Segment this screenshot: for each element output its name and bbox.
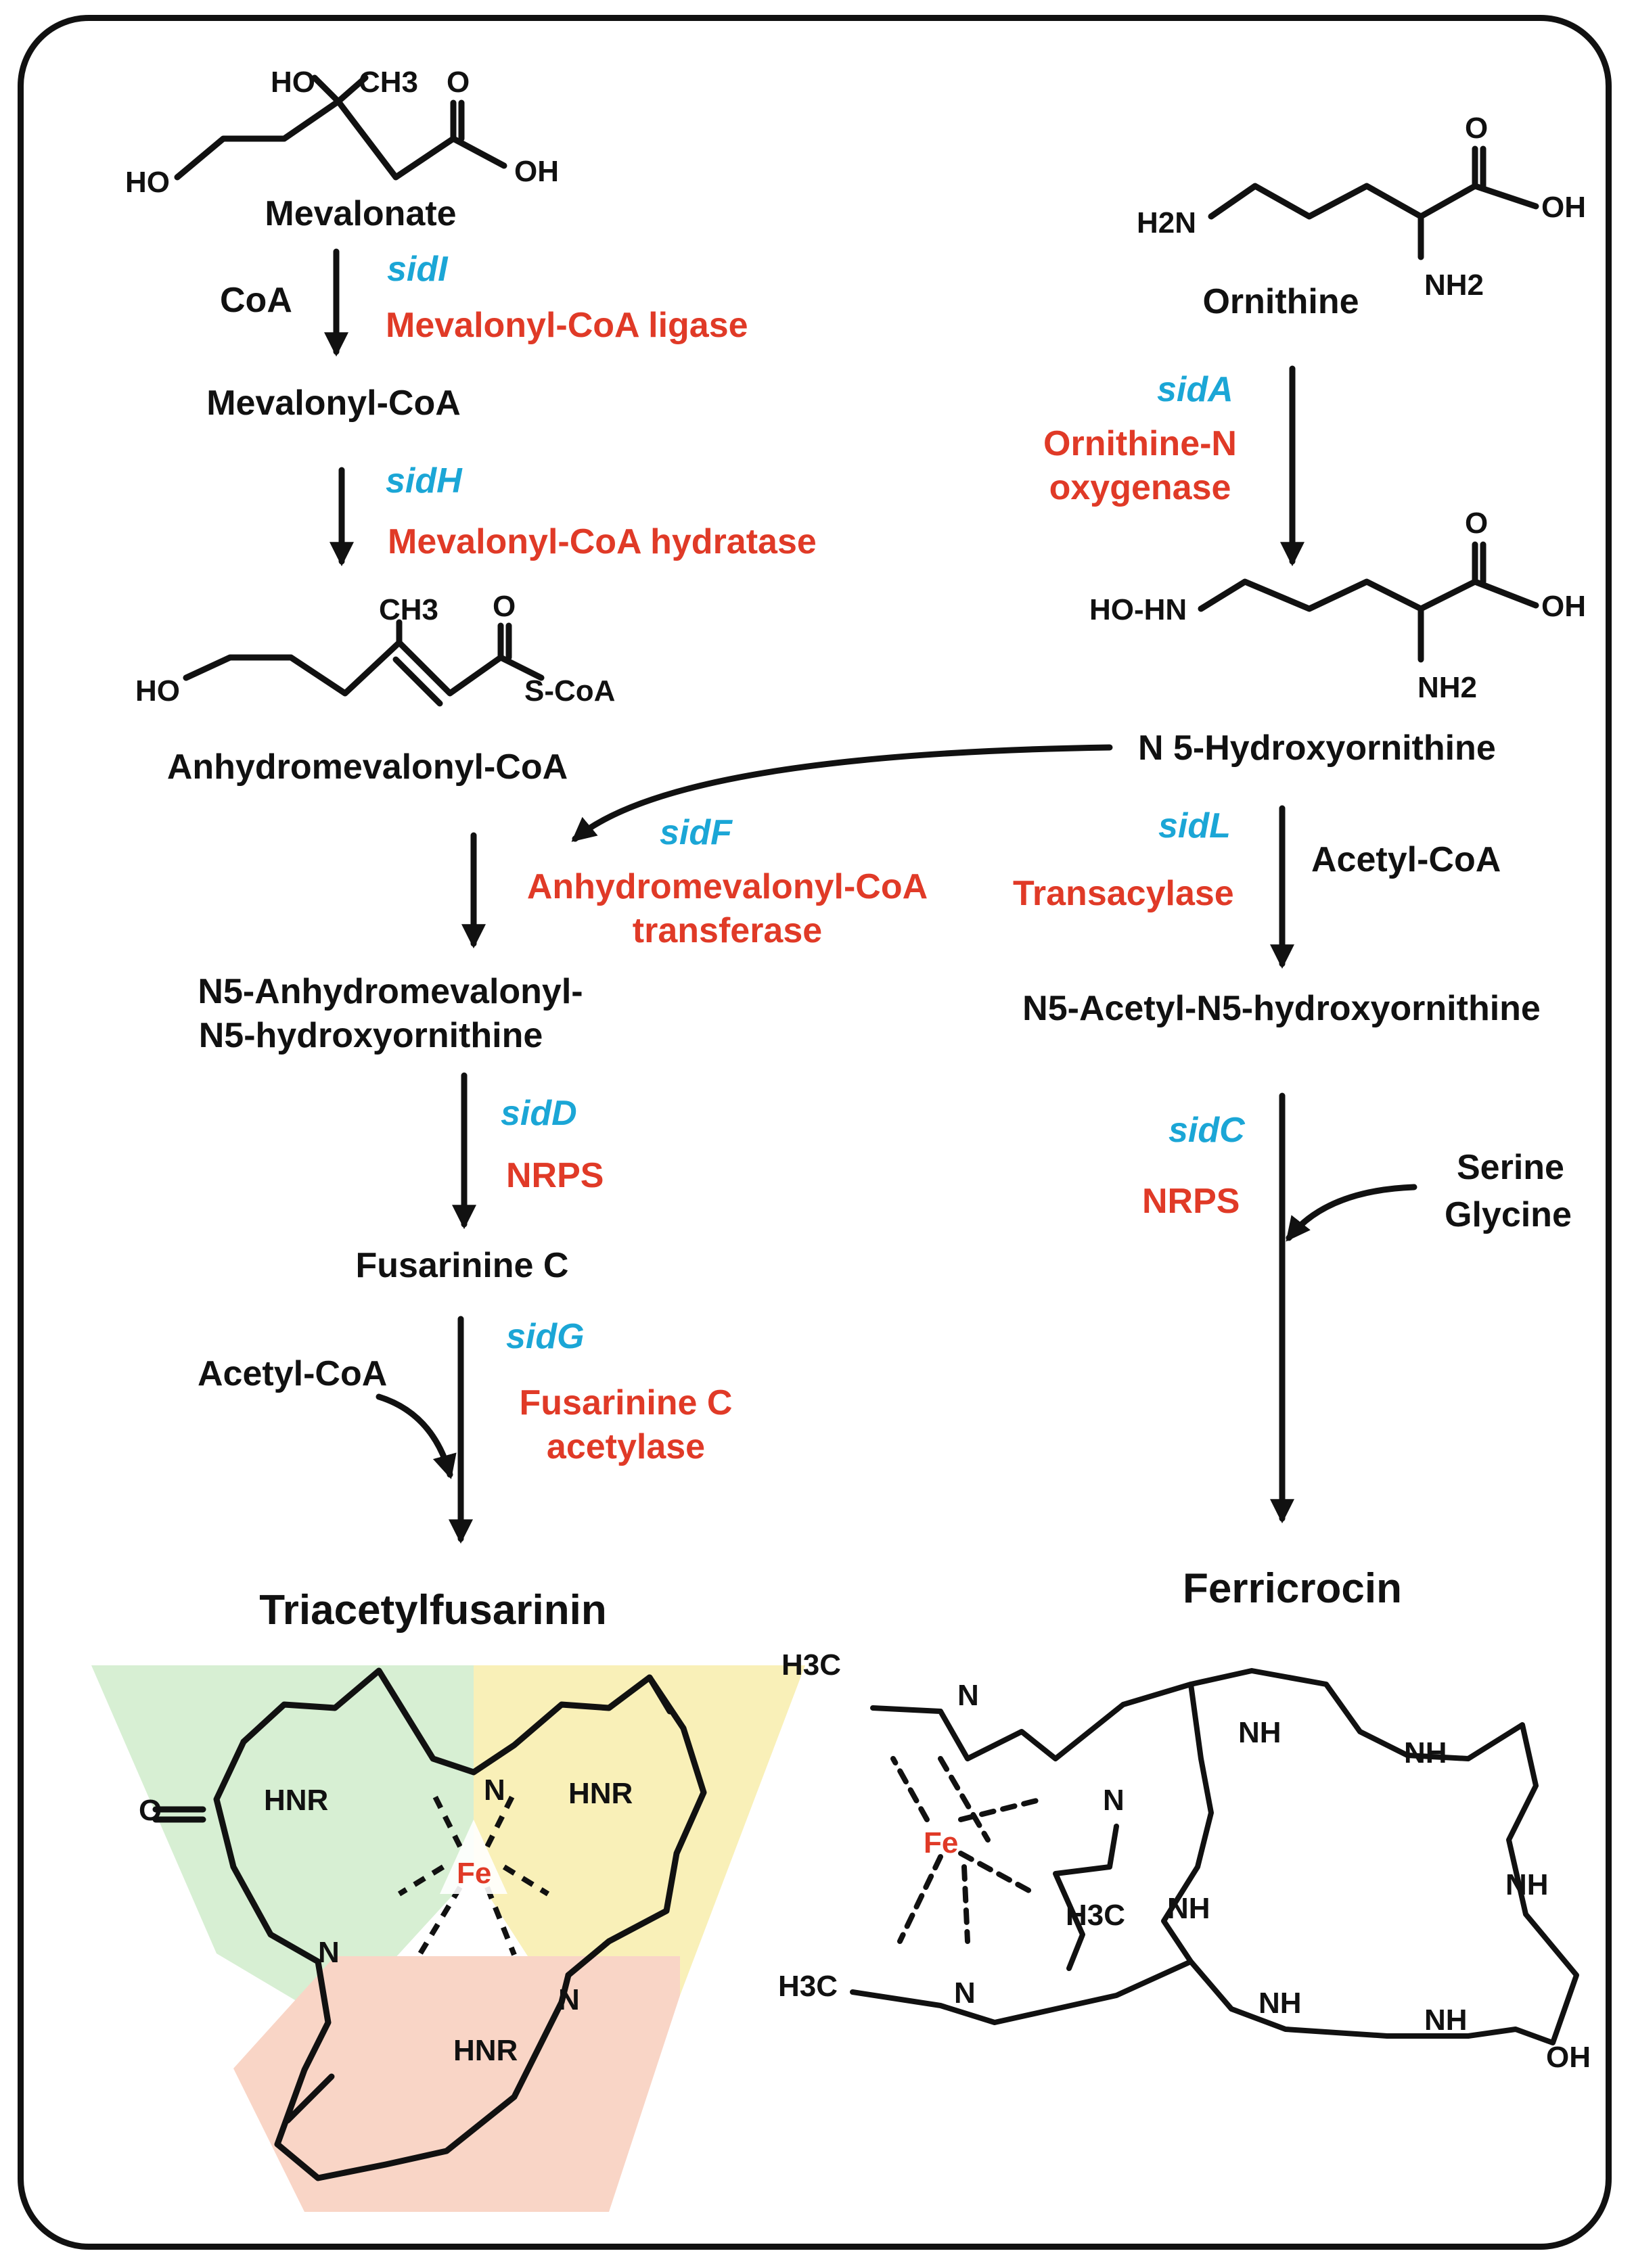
mev-ho-left: HO [125,166,170,199]
n5-hydroxyornithine-label: N 5-Hydroxyornithine [1138,728,1496,768]
mev-ho-top: HO [271,66,315,99]
fc-h3c-3: H3C [778,1970,838,2003]
tafc-ring-left [213,1738,572,2181]
acetyl-coa-left-label: Acetyl-CoA [198,1354,388,1393]
orn-h2n: H2N [1137,206,1197,239]
enzyme-sidF-line1: Anhydromevalonyl-CoA [526,867,928,906]
gene-sidD: sidD [501,1094,577,1133]
tafc-n-1: N [484,1774,505,1807]
tafc-zone-green [91,1665,474,2024]
orn-oh: OH [1541,191,1586,224]
fusarinine-c-label: Fusarinine C [355,1246,569,1285]
enzyme-sidG-line1: Fusarinine C [519,1383,733,1422]
fc-nh-3: NH [1505,1868,1549,1901]
enzyme-sidL: Transacylase [1013,874,1234,913]
ferricrocin-fe-label: Fe [924,1826,959,1859]
gene-sidF: sidF [660,813,732,852]
tafc-fe-label: Fe [457,1857,492,1890]
triacetylfusarinin-label: Triacetylfusarinin [259,1587,607,1634]
enzyme-sidH: Mevalonyl-CoA hydratase [388,522,817,561]
tafc-ring-top [240,1667,707,1978]
gene-sidH: sidH [386,461,462,501]
arrow-serine-glycine-join [1286,1184,1417,1242]
enzyme-sidA-line1: Ornithine-N [1043,424,1237,463]
tafc-n-3: N [558,1983,580,2016]
anh-o: O [493,590,516,623]
diagram-frame [18,15,1612,2250]
ornithine-skeleton [1208,183,1539,220]
tafc-fe-core [440,1820,507,1894]
arrow-acetylcoa-join-left [376,1393,457,1479]
mevalonate-skeleton [174,98,457,181]
fc-n-2: N [1103,1784,1125,1817]
mevalonate-label: Mevalonate [265,194,457,233]
ornithine-label: Ornithine [1202,282,1359,321]
ferricrocin-label: Ferricrocin [1183,1565,1402,1612]
tafc-o-1: O [139,1794,162,1827]
tafc-zone-yellow [474,1665,805,2019]
gene-sidI: sidI [387,250,448,289]
fc-nh-1: NH [1238,1716,1281,1749]
n5-anhydro-line2: N5-hydroxyornithine [198,1016,543,1055]
mev-o: O [447,66,470,99]
orn-nh2: NH2 [1424,269,1484,302]
fc-h3c-1: H3C [781,1648,842,1682]
anh-ho: HO [135,674,180,708]
enzyme-sidD: NRPS [506,1156,604,1195]
tafc-hnr-right: HNR [568,1777,633,1810]
fc-n-1: N [957,1679,979,1712]
gene-sidG: sidG [506,1317,585,1356]
hyd-oh: OH [1541,590,1586,623]
tafc-hnr-bottom: HNR [453,2034,518,2067]
hyd-hohn: HO-HN [1089,593,1187,626]
gene-sidL: sidL [1158,806,1231,846]
enzyme-sidG-line2: acetylase [546,1427,706,1466]
hyd-o: O [1465,507,1489,540]
fc-nh-2: NH [1404,1736,1447,1769]
enzyme-sidA-line2: oxygenase [1049,468,1231,507]
fc-nh-4: NH [1167,1892,1210,1925]
anh-ch3: CH3 [379,593,439,626]
gene-sidC: sidC [1168,1111,1245,1150]
tafc-hnr-left: HNR [264,1784,329,1817]
acetyl-coa-right-label: Acetyl-CoA [1311,840,1501,879]
coa-label: CoA [220,281,292,320]
mev-ch3: CH3 [359,66,419,99]
fc-nh-6: NH [1424,2004,1468,2037]
fc-nh-5: NH [1258,1987,1302,2020]
mev-oh: OH [514,155,559,188]
hyd-nh2: NH2 [1417,671,1478,704]
gene-sidA: sidA [1157,370,1233,409]
orn-o: O [1465,112,1489,145]
anhydromevalonyl-coa-label: Anhydromevalonyl-CoA [166,747,568,787]
tafc-n-2: N [318,1936,340,1969]
tafc-fe-coordination [397,1791,550,1957]
anhydro-skeleton [183,639,545,697]
fc-oh: OH [1546,2041,1591,2074]
arrow-hydroxyornithine-to-anhydro [571,744,1113,842]
ferricrocin-skeleton [850,1668,1579,2045]
mevalonyl-coa-label: Mevalonyl-CoA [206,384,461,423]
fc-n-3: N [954,1976,976,2010]
tafc-zone-pink [233,1956,680,2212]
fc-h3c-2: H3C [1066,1899,1126,1932]
serine-label: Serine [1457,1148,1564,1187]
enzyme-sidC: NRPS [1142,1182,1240,1221]
hydroxyornithine-skeleton [1198,578,1539,612]
n5-anhydro-line1: N5-Anhydromevalonyl- [198,972,583,1011]
enzyme-sidF-line2: transferase [632,911,823,950]
glycine-label: Glycine [1445,1195,1572,1234]
anh-scoa: S-CoA [524,674,616,708]
enzyme-sidI: Mevalonyl-CoA ligase [386,306,748,345]
n5-acetyl-label: N5-Acetyl-N5-hydroxyornithine [1022,989,1541,1028]
